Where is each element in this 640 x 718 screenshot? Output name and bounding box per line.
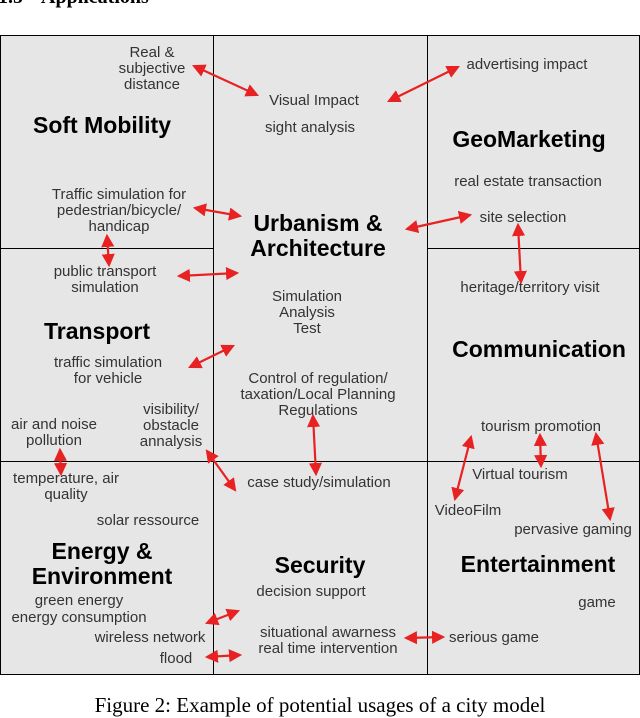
section-heading: 1.5 Applications	[0, 0, 149, 9]
entertainment-title: Entertainment	[460, 551, 616, 577]
arrow-visibility-case-study	[205, 449, 237, 492]
heritage-territory-visit-label: heritage/territory visit	[460, 279, 600, 296]
security-title: Security	[274, 552, 366, 578]
advertising-impact-label: advertising impact	[466, 56, 588, 73]
section-title: Applications	[41, 0, 149, 8]
control-regulation-label: Control of regulation/ taxation/Local Pl…	[240, 370, 396, 419]
energy-consumption-label: energy consumption	[11, 609, 147, 626]
situational-awareness-label: situational awarness real time intervent…	[258, 624, 398, 657]
arrow-videofilm-tourism	[451, 434, 475, 502]
section-number: 1.5	[0, 0, 23, 8]
arrow-flood-security	[204, 649, 243, 663]
arrow-visual-impact-advertising	[387, 65, 460, 103]
panel-urbanism-architecture	[213, 35, 428, 462]
figure-caption: Figure 2: Example of potential usages of…	[94, 693, 546, 717]
energy-environment-title: Energy & Environment	[31, 538, 173, 589]
wireless-network-label: wireless network	[94, 629, 206, 646]
serious-game-label: serious game	[448, 629, 540, 646]
real-estate-transaction-label: real estate transaction	[454, 173, 602, 190]
air-noise-pollution-label: air and noise pollution	[11, 416, 97, 449]
urbanism-architecture-title: Urbanism & Architecture	[250, 210, 386, 261]
arrow-control-regulation-case-study	[306, 413, 323, 477]
game-label: game	[578, 594, 616, 611]
arrow-site-selection-heritage	[511, 222, 528, 285]
arrow-urbanism-site-selection	[404, 210, 473, 234]
pervasive-gaming-label: pervasive gaming	[514, 521, 632, 538]
transport-title: Transport	[43, 318, 151, 344]
visual-impact-label: Visual Impact	[269, 92, 359, 109]
communication-title: Communication	[452, 336, 626, 362]
flood-label: flood	[159, 650, 193, 667]
arrow-public-transport-urbanism	[176, 266, 240, 283]
public-transport-simulation-label: public transport simulation	[53, 263, 157, 296]
arrow-tourism-pervasive-gaming	[591, 431, 615, 522]
videofilm-label: VideoFilm	[434, 502, 502, 519]
arrow-situational-serious-game	[403, 630, 446, 645]
visibility-obstacle-analysis-label: visibility/ obstacle annalysis	[139, 401, 203, 450]
real-subjective-distance-label: Real & subjective distance	[118, 44, 186, 93]
temperature-air-quality-label: temperature, air quality	[13, 470, 119, 503]
arrow-tourism-virtual-tourism	[533, 432, 548, 469]
decision-support-label: decision support	[256, 583, 366, 600]
traffic-simulation-vehicle-label: traffic simulation for vehicle	[53, 354, 163, 387]
arrow-real-distance-visual-impact	[192, 64, 259, 97]
arrow-air-noise-temperature	[53, 447, 68, 477]
green-energy-label: green energy	[34, 592, 124, 609]
sight-analysis-label: sight analysis	[264, 119, 356, 136]
virtual-tourism-label: Virtual tourism	[472, 466, 568, 483]
solar-ressource-label: solar ressource	[96, 512, 200, 529]
panel-soft-mobility	[0, 35, 214, 249]
arrow-energy-security	[204, 608, 241, 626]
geomarketing-title: GeoMarketing	[452, 126, 606, 152]
simulation-analysis-test-label: Simulation Analysis Test	[271, 288, 343, 337]
arrow-vehicle-urbanism	[188, 344, 235, 369]
panel-security	[213, 461, 428, 675]
arrow-pedestrian-urbanism	[192, 203, 243, 221]
traffic-simulation-pedestrian-label: Traffic simulation for pedestrian/bicycl…	[51, 186, 187, 235]
soft-mobility-title: Soft Mobility	[33, 112, 171, 138]
arrow-pedestrian-public-transport	[101, 233, 115, 268]
tourism-promotion-label: tourism promotion	[480, 418, 602, 435]
site-selection-label: site selection	[479, 209, 567, 226]
panel-energy-environment	[0, 461, 214, 675]
case-study-simulation-label: case study/simulation	[247, 474, 391, 491]
